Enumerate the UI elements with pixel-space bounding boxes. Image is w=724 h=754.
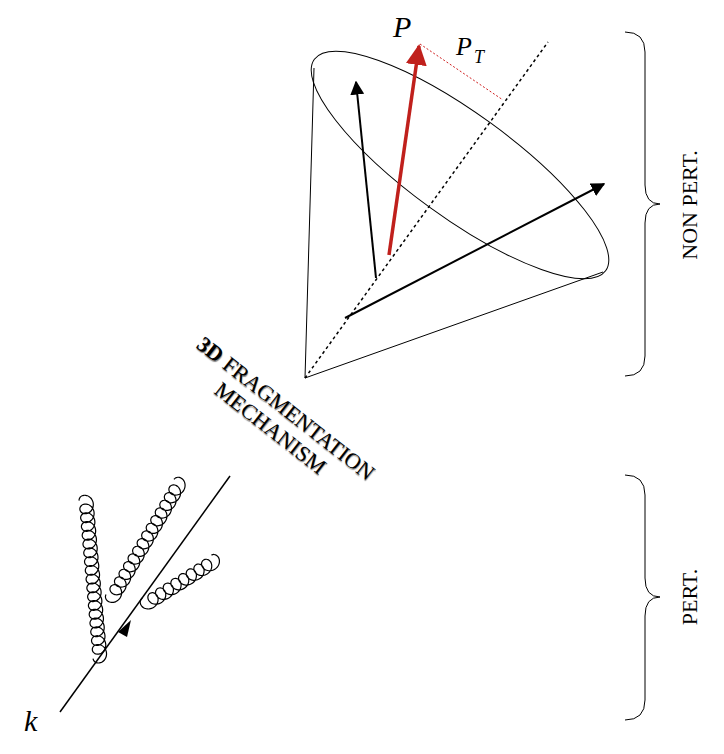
hadron-arrow — [345, 184, 604, 318]
mechanism-prefix: 3D — [192, 331, 229, 367]
hadron-momentum-arrow — [389, 46, 419, 255]
momentum-label: P — [393, 12, 411, 42]
mechanism-name: FRAGMENTATION MECHANISM — [210, 351, 380, 485]
bracket — [625, 32, 660, 376]
region-label: NON PERT. — [679, 150, 701, 260]
jet-axis — [305, 42, 548, 378]
bracket — [625, 475, 660, 720]
transverse-momentum-label: P — [456, 34, 472, 60]
region-label: PERT. — [679, 569, 701, 625]
quark-arrow — [118, 620, 131, 637]
gluon-coil — [140, 554, 219, 609]
quark-line — [60, 476, 230, 712]
cone-side — [305, 272, 603, 378]
mechanism-title: 3DFRAGMENTATION MECHANISM — [164, 321, 392, 515]
hadron-arrow — [356, 82, 376, 278]
gluon-coil — [79, 495, 107, 663]
cone-side — [305, 68, 314, 378]
gluon-lines — [79, 477, 219, 663]
transverse-subscript: T — [474, 48, 484, 66]
cone-rim — [284, 17, 636, 313]
parton-momentum-label: k — [24, 706, 37, 736]
gluon-coil — [105, 477, 185, 602]
